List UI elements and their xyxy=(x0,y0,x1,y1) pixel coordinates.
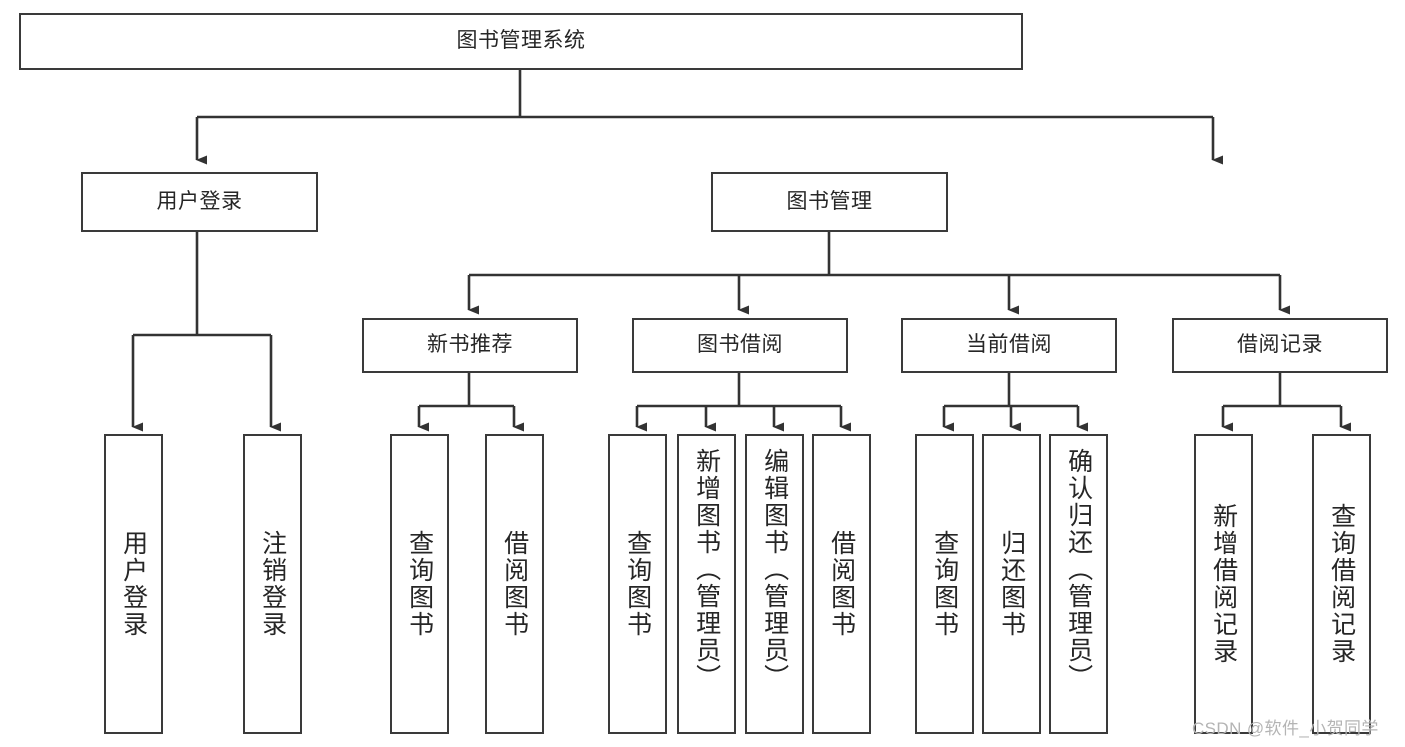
node-root-label: 图书管理系统 xyxy=(456,29,586,53)
node-leaf-label: 新增图书（管理员） xyxy=(692,448,721,691)
node-leaf-book-borrow-borrow[interactable]: 借阅图书 xyxy=(812,434,871,734)
node-leaf-label: 注销登录 xyxy=(258,530,287,638)
node-book-management-label: 图书管理 xyxy=(786,189,873,213)
node-current-borrow-label: 当前借阅 xyxy=(966,333,1052,357)
node-leaf-book-borrow-query[interactable]: 查询图书 xyxy=(608,434,667,734)
node-leaf-new-book-borrow[interactable]: 借阅图书 xyxy=(485,434,544,734)
node-leaf-book-borrow-add[interactable]: 新增图书（管理员） xyxy=(677,434,736,734)
node-user-login-label: 用户登录 xyxy=(156,189,243,213)
node-current-borrow[interactable]: 当前借阅 xyxy=(901,318,1117,373)
node-root-book-management-system[interactable]: 图书管理系统 xyxy=(19,13,1023,70)
node-new-book-recommend[interactable]: 新书推荐 xyxy=(362,318,578,373)
node-book-borrow[interactable]: 图书借阅 xyxy=(632,318,848,373)
node-leaf-new-book-query[interactable]: 查询图书 xyxy=(390,434,449,734)
node-book-borrow-label: 图书借阅 xyxy=(697,333,783,357)
node-leaf-current-borrow-return[interactable]: 归还图书 xyxy=(982,434,1041,734)
node-book-management[interactable]: 图书管理 xyxy=(711,172,948,232)
node-leaf-label: 查询借阅记录 xyxy=(1327,503,1356,665)
node-leaf-label: 借阅图书 xyxy=(827,530,856,638)
node-leaf-borrow-record-query[interactable]: 查询借阅记录 xyxy=(1312,434,1371,734)
node-leaf-label: 归还图书 xyxy=(997,530,1026,638)
node-borrow-record[interactable]: 借阅记录 xyxy=(1172,318,1388,373)
node-leaf-current-borrow-confirm-return[interactable]: 确认归还（管理员） xyxy=(1049,434,1108,734)
node-leaf-user-login-logout[interactable]: 注销登录 xyxy=(243,434,302,734)
node-leaf-label: 查询图书 xyxy=(930,530,959,638)
csdn-watermark: CSDN @软件_小贺同学 xyxy=(1192,719,1379,738)
node-leaf-label: 新增借阅记录 xyxy=(1209,503,1238,665)
node-leaf-user-login-login[interactable]: 用户登录 xyxy=(104,434,163,734)
node-leaf-label: 借阅图书 xyxy=(500,530,529,638)
node-user-login[interactable]: 用户登录 xyxy=(81,172,318,232)
node-leaf-current-borrow-query[interactable]: 查询图书 xyxy=(915,434,974,734)
node-leaf-label: 用户登录 xyxy=(119,530,148,638)
node-leaf-label: 查询图书 xyxy=(405,530,434,638)
node-borrow-record-label: 借阅记录 xyxy=(1237,333,1323,357)
node-leaf-borrow-record-add[interactable]: 新增借阅记录 xyxy=(1194,434,1253,734)
node-leaf-book-borrow-edit[interactable]: 编辑图书（管理员） xyxy=(745,434,804,734)
node-leaf-label: 确认归还（管理员） xyxy=(1064,448,1093,691)
node-leaf-label: 查询图书 xyxy=(623,530,652,638)
node-new-book-recommend-label: 新书推荐 xyxy=(427,333,513,357)
node-leaf-label: 编辑图书（管理员） xyxy=(760,448,789,691)
